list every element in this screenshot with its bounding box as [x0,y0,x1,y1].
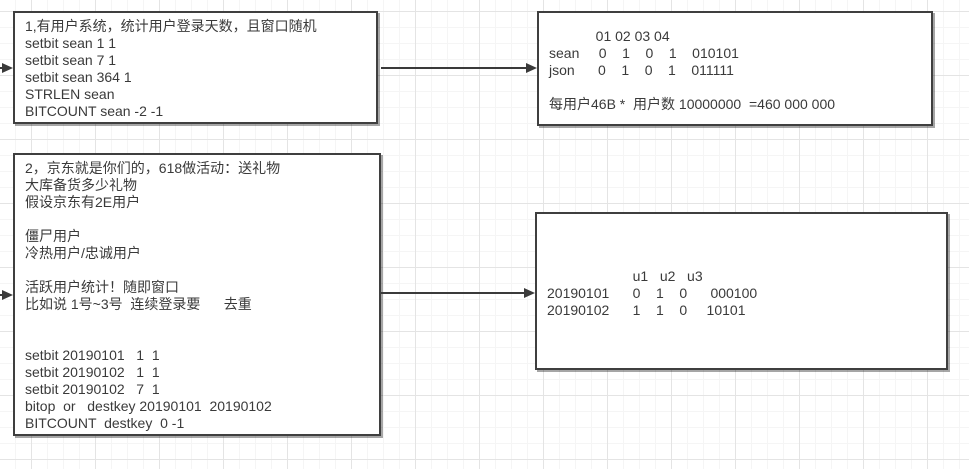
arrow-head-right-icon [2,63,13,73]
shape-note-user-login-stats[interactable]: 1,有用户系统，统计用户登录天数，且窗口随机 setbit sean 1 1 s… [13,11,378,124]
shape-note-jd-618-activity[interactable]: 2，京东就是你们的，618做活动：送礼物 大库备货多少礼物 假设京东有2E用户 … [13,153,381,436]
table-user-bits-text: 01 02 03 04 sean 0 1 0 1 010101 json 0 1… [549,28,836,112]
note-jd-618-activity-text: 2，京东就是你们的，618做活动：送礼物 大库备货多少礼物 假设京东有2E用户 … [25,160,281,431]
arrow-note2-to-table2[interactable] [381,288,535,298]
note-user-login-stats-text: 1,有用户系统，统计用户登录天数，且窗口随机 setbit sean 1 1 s… [25,18,317,119]
arrow-canvas-to-note2[interactable] [0,290,13,300]
arrow-note1-to-table1[interactable] [381,63,537,73]
arrow-line [381,67,529,69]
arrow-head-right-icon [524,288,535,298]
arrow-canvas-to-note1[interactable] [0,63,13,73]
table-date-user-bits-text: u1 u2 u3 20190101 0 1 0 000100 20190102 … [547,268,758,318]
shape-table-user-bits[interactable]: 01 02 03 04 sean 0 1 0 1 010101 json 0 1… [537,11,933,126]
shape-table-date-user-bits[interactable]: u1 u2 u3 20190101 0 1 0 000100 20190102 … [535,212,948,370]
arrow-head-right-icon [526,63,537,73]
arrow-line [381,292,527,294]
arrow-head-right-icon [2,290,13,300]
